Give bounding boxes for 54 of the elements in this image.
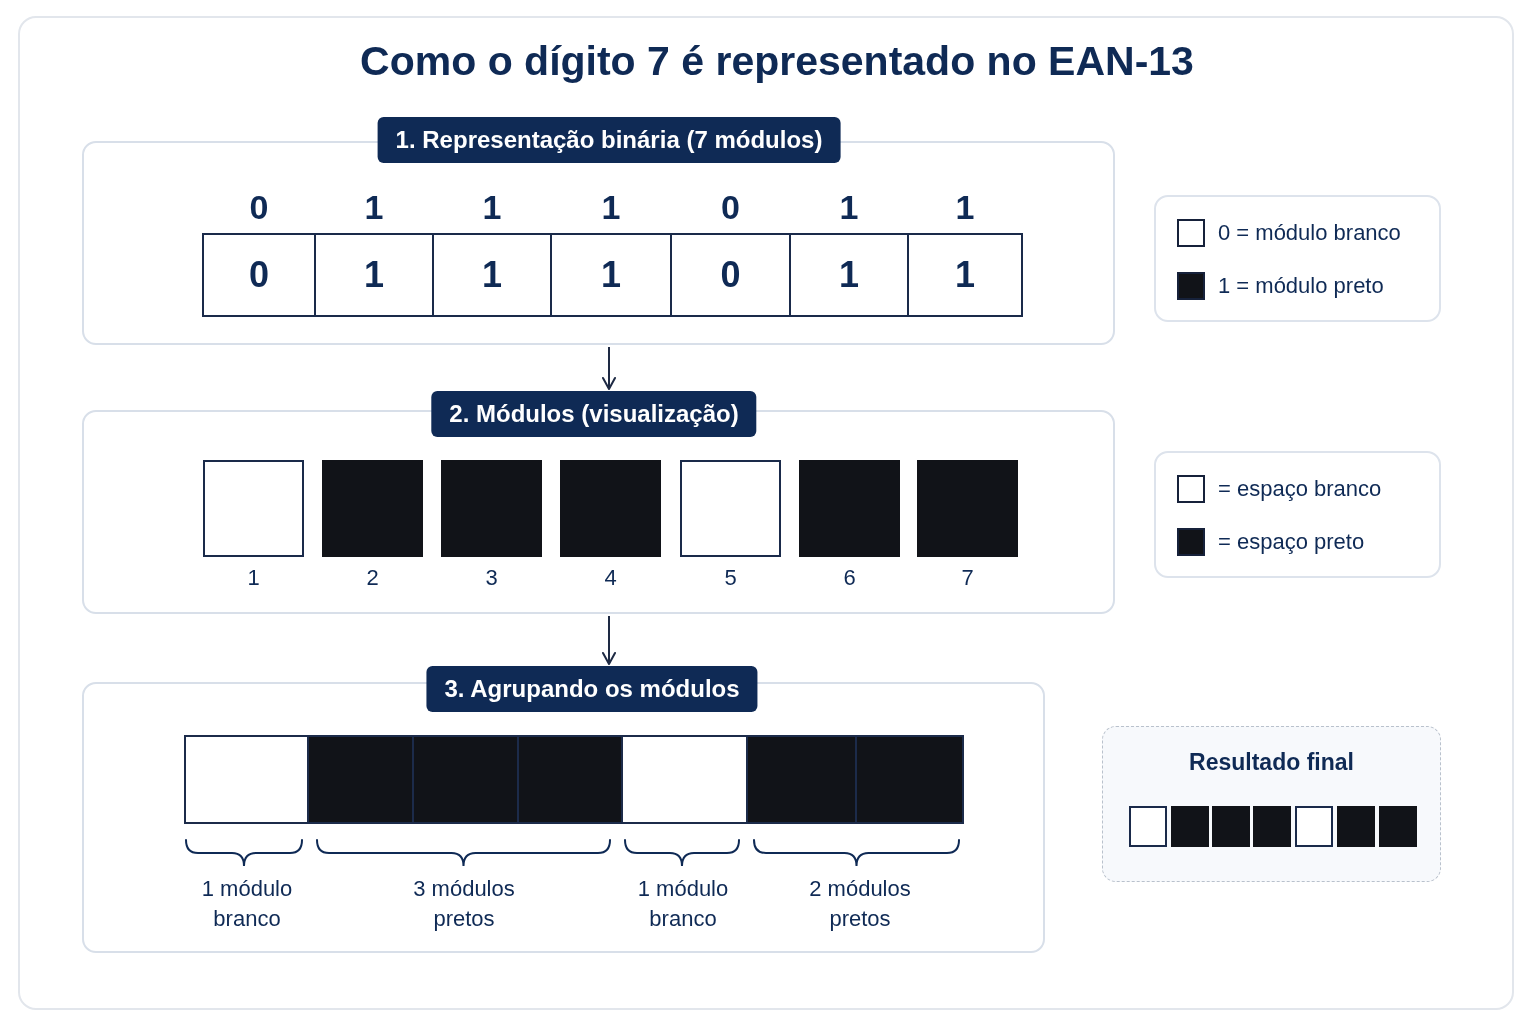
result-heading: Resultado final [1189,749,1354,776]
section-panel [82,666,1045,953]
module-number: 4 [604,565,617,591]
module-square [1253,806,1291,847]
module-square [1295,806,1333,847]
bit-value: 1 [364,254,384,296]
arrow [602,346,616,390]
module-number: 2 [366,565,379,591]
group-caption: 1 módulo branco [636,875,730,933]
module-number: 3 [485,565,498,591]
group-caption: 2 módulos pretos [808,875,912,933]
bit-value: 1 [482,254,502,296]
bit-value: 1 [601,254,621,296]
section-heading: 2. Módulos (visualização) [431,391,757,437]
bar-segment [746,735,857,824]
arrow [602,615,616,665]
module-square [1379,806,1417,847]
section-panel [82,117,1115,345]
module-number: 1 [247,565,260,591]
bit-label: 0 [721,187,740,227]
bar-segment [517,735,623,824]
legend-text: = espaço preto [1218,529,1365,555]
section-panel [82,391,1115,614]
bit-label: 1 [482,187,502,227]
group-caption: 1 módulo branco [200,875,294,933]
bar-segment [412,735,519,824]
legend-text: 0 = módulo branco [1218,220,1401,246]
bit-label: 1 [955,187,975,227]
bit-label: 1 [601,187,621,227]
module-square [1171,806,1209,847]
bar-segment [307,735,414,824]
module-number: 6 [843,565,856,591]
bit-label: 1 [364,187,384,227]
group-caption: 3 módulos pretos [412,875,516,933]
module-square [1337,806,1375,847]
result-panel [1102,726,1441,882]
bar-segment [621,735,748,824]
bit-label: 1 [839,187,859,227]
bar-segment [184,735,309,824]
section-heading: 1. Representação binária (7 módulos) [377,117,841,163]
legend-text: 1 = módulo preto [1218,273,1384,299]
diagram-title: Como o dígito 7 é representado no EAN-13 [360,38,1194,86]
bit-value: 0 [720,254,741,296]
bar-segment [855,735,964,824]
module-square [1212,806,1250,847]
module-square [1129,806,1167,847]
bit-value: 0 [249,254,269,296]
bit-label: 0 [249,187,269,227]
section-heading: 3. Agrupando os módulos [426,666,758,712]
legend-text: = espaço branco [1218,476,1382,502]
module-number: 7 [961,565,974,591]
bit-value: 1 [839,254,859,296]
bit-value: 1 [955,254,975,296]
module-number: 5 [724,565,737,591]
